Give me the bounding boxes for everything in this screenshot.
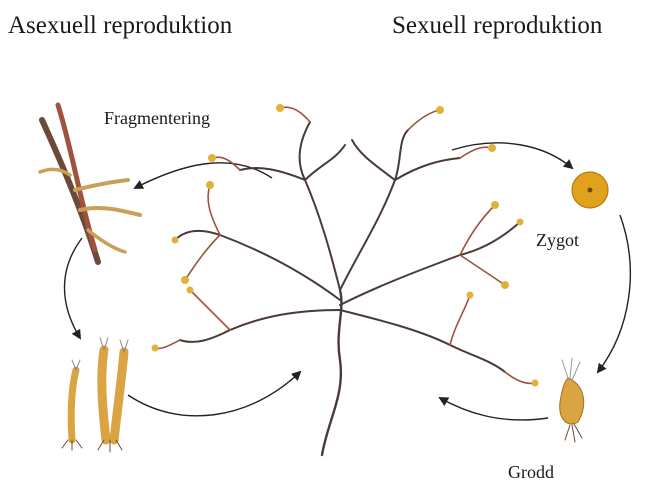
sprout	[560, 358, 584, 442]
arrow-main-to-fragment	[135, 163, 272, 188]
heading-asexual: Asexuell reproduktion	[8, 12, 232, 40]
arrow-pieces-to-main	[128, 372, 300, 416]
label-zygote: Zygot	[536, 230, 579, 251]
arrow-fragment-to-pieces	[65, 238, 83, 338]
arrow-zygote-to-sprout	[598, 215, 630, 372]
arrow-main-to-zygote	[452, 143, 572, 168]
heading-sexual: Sexuell reproduktion	[392, 12, 602, 40]
label-sprout: Grodd	[508, 462, 554, 483]
label-fragmentation: Fragmentering	[104, 108, 210, 129]
seaweed-pieces	[62, 338, 128, 452]
main-stipe	[322, 290, 341, 455]
cycle-arrows	[65, 143, 631, 420]
zygote	[572, 172, 608, 208]
seaweed-main	[152, 104, 539, 455]
arrow-sprout-to-main	[440, 398, 548, 420]
